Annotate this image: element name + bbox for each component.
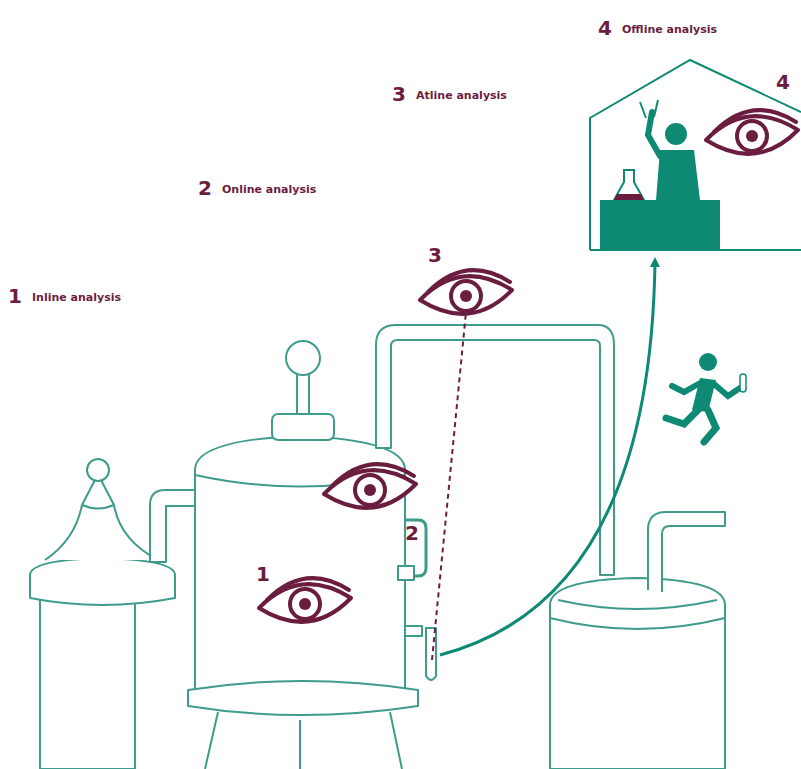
- running-person: [666, 353, 746, 442]
- callout-number: 2: [405, 521, 419, 545]
- sample-arrow: [440, 262, 655, 655]
- step-number: 2: [198, 176, 212, 200]
- eye-icon: [706, 110, 798, 154]
- eye-icon: [420, 270, 512, 314]
- callout-number: 3: [428, 243, 442, 267]
- step-number: 3: [392, 82, 406, 106]
- step-number: 1: [8, 284, 22, 308]
- eye-icon: [259, 578, 351, 622]
- distillation-apparatus: [30, 325, 725, 769]
- dashed-sightline: [432, 312, 466, 660]
- laboratory-house: [590, 60, 801, 250]
- callout-number: 4: [776, 70, 790, 94]
- step-title: Atline analysis: [416, 89, 507, 102]
- step-title: Offline analysis: [622, 23, 717, 36]
- callout-number: 1: [256, 562, 270, 586]
- eye-icon: [324, 464, 416, 508]
- step-title: Inline analysis: [32, 291, 121, 304]
- step-title: Online analysis: [222, 183, 316, 196]
- step-number: 4: [598, 16, 612, 40]
